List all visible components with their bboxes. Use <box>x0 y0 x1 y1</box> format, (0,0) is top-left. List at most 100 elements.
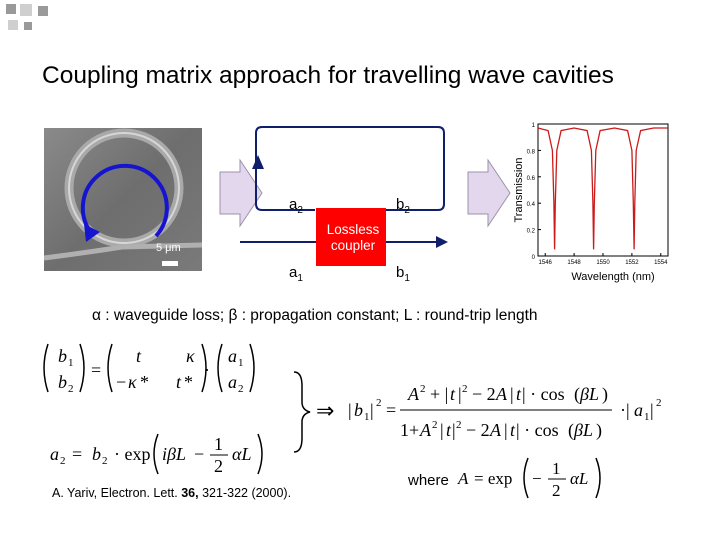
svg-text:| · cos: | · cos <box>522 384 565 404</box>
x-tick-label: 1550 <box>596 260 610 266</box>
svg-text:·: · <box>204 360 210 380</box>
svg-text:· exp: · exp <box>114 444 150 464</box>
svg-text:t: t <box>176 372 182 392</box>
page-title: Coupling matrix approach for travelling … <box>42 62 614 89</box>
svg-text:a: a <box>634 400 643 420</box>
svg-text:A: A <box>407 384 420 404</box>
x-tick-label: 1546 <box>539 260 553 266</box>
x-axis-label: Wavelength (nm) <box>571 271 654 283</box>
svg-text:a: a <box>50 444 59 464</box>
scale-label: 5 μm <box>156 242 181 254</box>
amplitude-definition: A = exp − 12 αL <box>457 457 601 500</box>
svg-text:1+: 1+ <box>400 420 419 440</box>
circular-arrow-icon <box>80 163 169 238</box>
svg-text:=: = <box>386 400 396 420</box>
svg-text:−: − <box>532 469 542 488</box>
svg-text:A: A <box>419 420 432 440</box>
y-tick-label: 0.6 <box>527 176 536 182</box>
svg-text:t: t <box>510 420 516 440</box>
coupler-label: Lossless coupler <box>326 222 380 253</box>
svg-text:2: 2 <box>456 419 462 431</box>
label-a1: a1 <box>289 264 303 284</box>
svg-text:2: 2 <box>238 383 244 395</box>
parameter-definitions: α : waveguide loss; β : propagation cons… <box>92 307 538 324</box>
svg-text:−: − <box>194 444 204 464</box>
svg-text:κ: κ <box>128 372 137 392</box>
svg-text:t: t <box>136 346 142 366</box>
x-tick-label: 1554 <box>654 260 668 266</box>
svg-text:1: 1 <box>644 411 650 423</box>
svg-text:A: A <box>495 384 508 404</box>
svg-text:− 2: − 2 <box>466 420 490 440</box>
svg-text:− 2: − 2 <box>472 384 496 404</box>
svg-text:b: b <box>354 400 363 420</box>
svg-text:t: t <box>516 384 522 404</box>
label-b2: b2 <box>396 196 410 216</box>
svg-text:): ) <box>602 384 608 405</box>
svg-text:(: ( <box>574 384 580 405</box>
ring-resonator-icon <box>43 128 203 261</box>
svg-text:·|: ·| <box>620 400 630 420</box>
svg-text:−: − <box>116 372 126 392</box>
y-tick-label: 0.4 <box>527 202 536 208</box>
label-b1: b1 <box>396 264 410 284</box>
svg-text:|: | <box>370 400 374 420</box>
svg-text:b: b <box>58 372 67 392</box>
svg-text:*: * <box>184 372 193 392</box>
citation: A. Yariv, Electron. Lett. 36, 321-322 (2… <box>52 486 292 500</box>
svg-text:1: 1 <box>214 434 223 454</box>
svg-text:| · cos: | · cos <box>516 420 559 440</box>
svg-text:1: 1 <box>238 357 244 369</box>
svg-text:2: 2 <box>552 481 561 500</box>
svg-text:=: = <box>91 360 101 380</box>
svg-text:κ: κ <box>186 346 195 366</box>
svg-text:1: 1 <box>364 411 370 423</box>
coupler-loop-diagram <box>240 126 448 266</box>
svg-text:=: = <box>72 444 82 464</box>
svg-text:|: | <box>348 400 352 420</box>
svg-text:2: 2 <box>656 397 662 409</box>
svg-text:|: | <box>650 400 654 420</box>
svg-text:1: 1 <box>68 357 74 369</box>
svg-text:A: A <box>489 420 502 440</box>
corner-decoration <box>0 0 60 40</box>
svg-text:βL: βL <box>573 420 593 440</box>
svg-text:⇒: ⇒ <box>316 398 334 423</box>
chevron-right-arrow-icon <box>219 158 263 228</box>
where-label: where <box>408 472 449 489</box>
svg-text:2: 2 <box>376 397 382 409</box>
svg-text:2: 2 <box>68 383 74 395</box>
svg-text:t: t <box>450 384 456 404</box>
y-tick-label: 1 <box>532 123 536 129</box>
x-tick-label: 1548 <box>567 260 581 266</box>
svg-text:2: 2 <box>60 455 66 467</box>
svg-text:A: A <box>457 469 469 488</box>
svg-text:): ) <box>596 420 602 441</box>
svg-text:= exp: = exp <box>474 469 512 488</box>
svg-text:a: a <box>228 372 237 392</box>
svg-text:1: 1 <box>552 459 561 478</box>
y-tick-label: 0.2 <box>527 229 536 235</box>
label-a2: a2 <box>289 196 303 216</box>
chart-plot-area <box>537 123 669 257</box>
svg-text:|: | <box>510 384 514 404</box>
y-tick-label: 0 <box>532 255 536 261</box>
svg-text:|: | <box>452 420 456 440</box>
x-tick-label: 1552 <box>625 260 639 266</box>
lossless-coupler-box <box>316 208 386 266</box>
svg-text:2: 2 <box>102 455 108 467</box>
svg-text:βL: βL <box>579 384 599 404</box>
svg-text:|: | <box>458 384 462 404</box>
svg-text:(: ( <box>568 420 574 441</box>
svg-text:iβL: iβL <box>162 444 186 464</box>
svg-text:2: 2 <box>462 383 468 395</box>
y-axis-label: Transmission <box>513 158 525 223</box>
svg-text:αL: αL <box>232 444 251 464</box>
scale-bar <box>162 261 178 266</box>
svg-text:2: 2 <box>214 456 223 476</box>
svg-text:t: t <box>446 420 452 440</box>
svg-text:*: * <box>140 372 149 392</box>
series-line-0 <box>537 127 668 250</box>
